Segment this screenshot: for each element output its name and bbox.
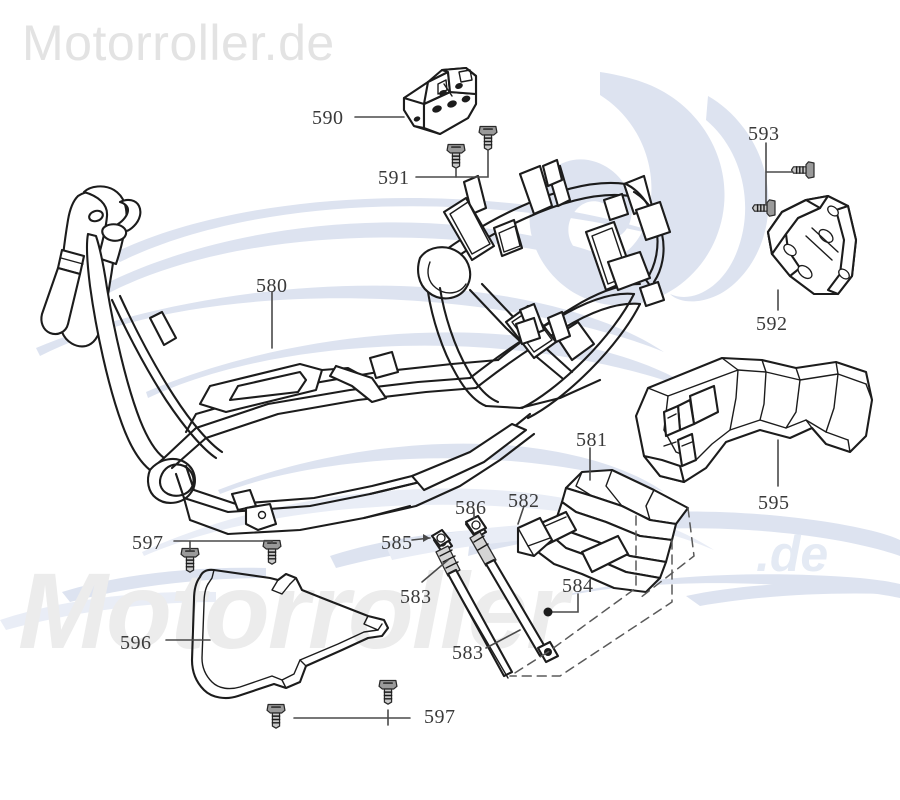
- assembly-dashed-lines: [509, 507, 695, 677]
- part-label-596: 596: [120, 632, 152, 654]
- part-label-595: 595: [758, 492, 790, 514]
- part-label-582: 582: [508, 490, 540, 512]
- part-596-guard: [190, 568, 390, 700]
- part-586-clip-right: [464, 514, 488, 536]
- leader-583: [421, 559, 449, 583]
- leader-597-upper: [173, 540, 273, 544]
- part-590-bracket: [402, 66, 478, 136]
- part-label-584: 583: [452, 642, 484, 664]
- part-label-597-lower: 597: [424, 706, 456, 728]
- part-581-bracket: [528, 468, 690, 594]
- part-label-592: 592: [756, 313, 788, 335]
- part-label-586-right: 586: [455, 497, 487, 519]
- header-watermark-text: Motorroller.de: [22, 15, 335, 71]
- part-586-clip-left: [430, 528, 452, 548]
- part-label-581: 581: [576, 429, 608, 451]
- part-label-583: 583: [400, 586, 432, 608]
- part-597-bolts-upper: [180, 539, 282, 573]
- part-592-bracket: [766, 194, 858, 296]
- part-595-cover: [634, 356, 874, 484]
- part-label-593: 593: [748, 123, 780, 145]
- part-label-597-upper: 597: [132, 532, 164, 554]
- de-watermark-text: .de: [756, 526, 829, 582]
- part-582-bushing: [516, 516, 554, 558]
- leader-582: [517, 505, 525, 525]
- part-591-bolts: [446, 125, 498, 169]
- part-580-frame: [40, 158, 672, 536]
- leader-591: [415, 149, 489, 178]
- part-label-585: 584: [562, 575, 594, 597]
- part-label-586-left: 585: [381, 532, 413, 554]
- leader-585: [549, 593, 579, 613]
- part-label-591: 591: [378, 167, 410, 189]
- part-label-580: 580: [256, 275, 288, 297]
- leader-584: [485, 629, 521, 649]
- part-label-590: 590: [312, 107, 344, 129]
